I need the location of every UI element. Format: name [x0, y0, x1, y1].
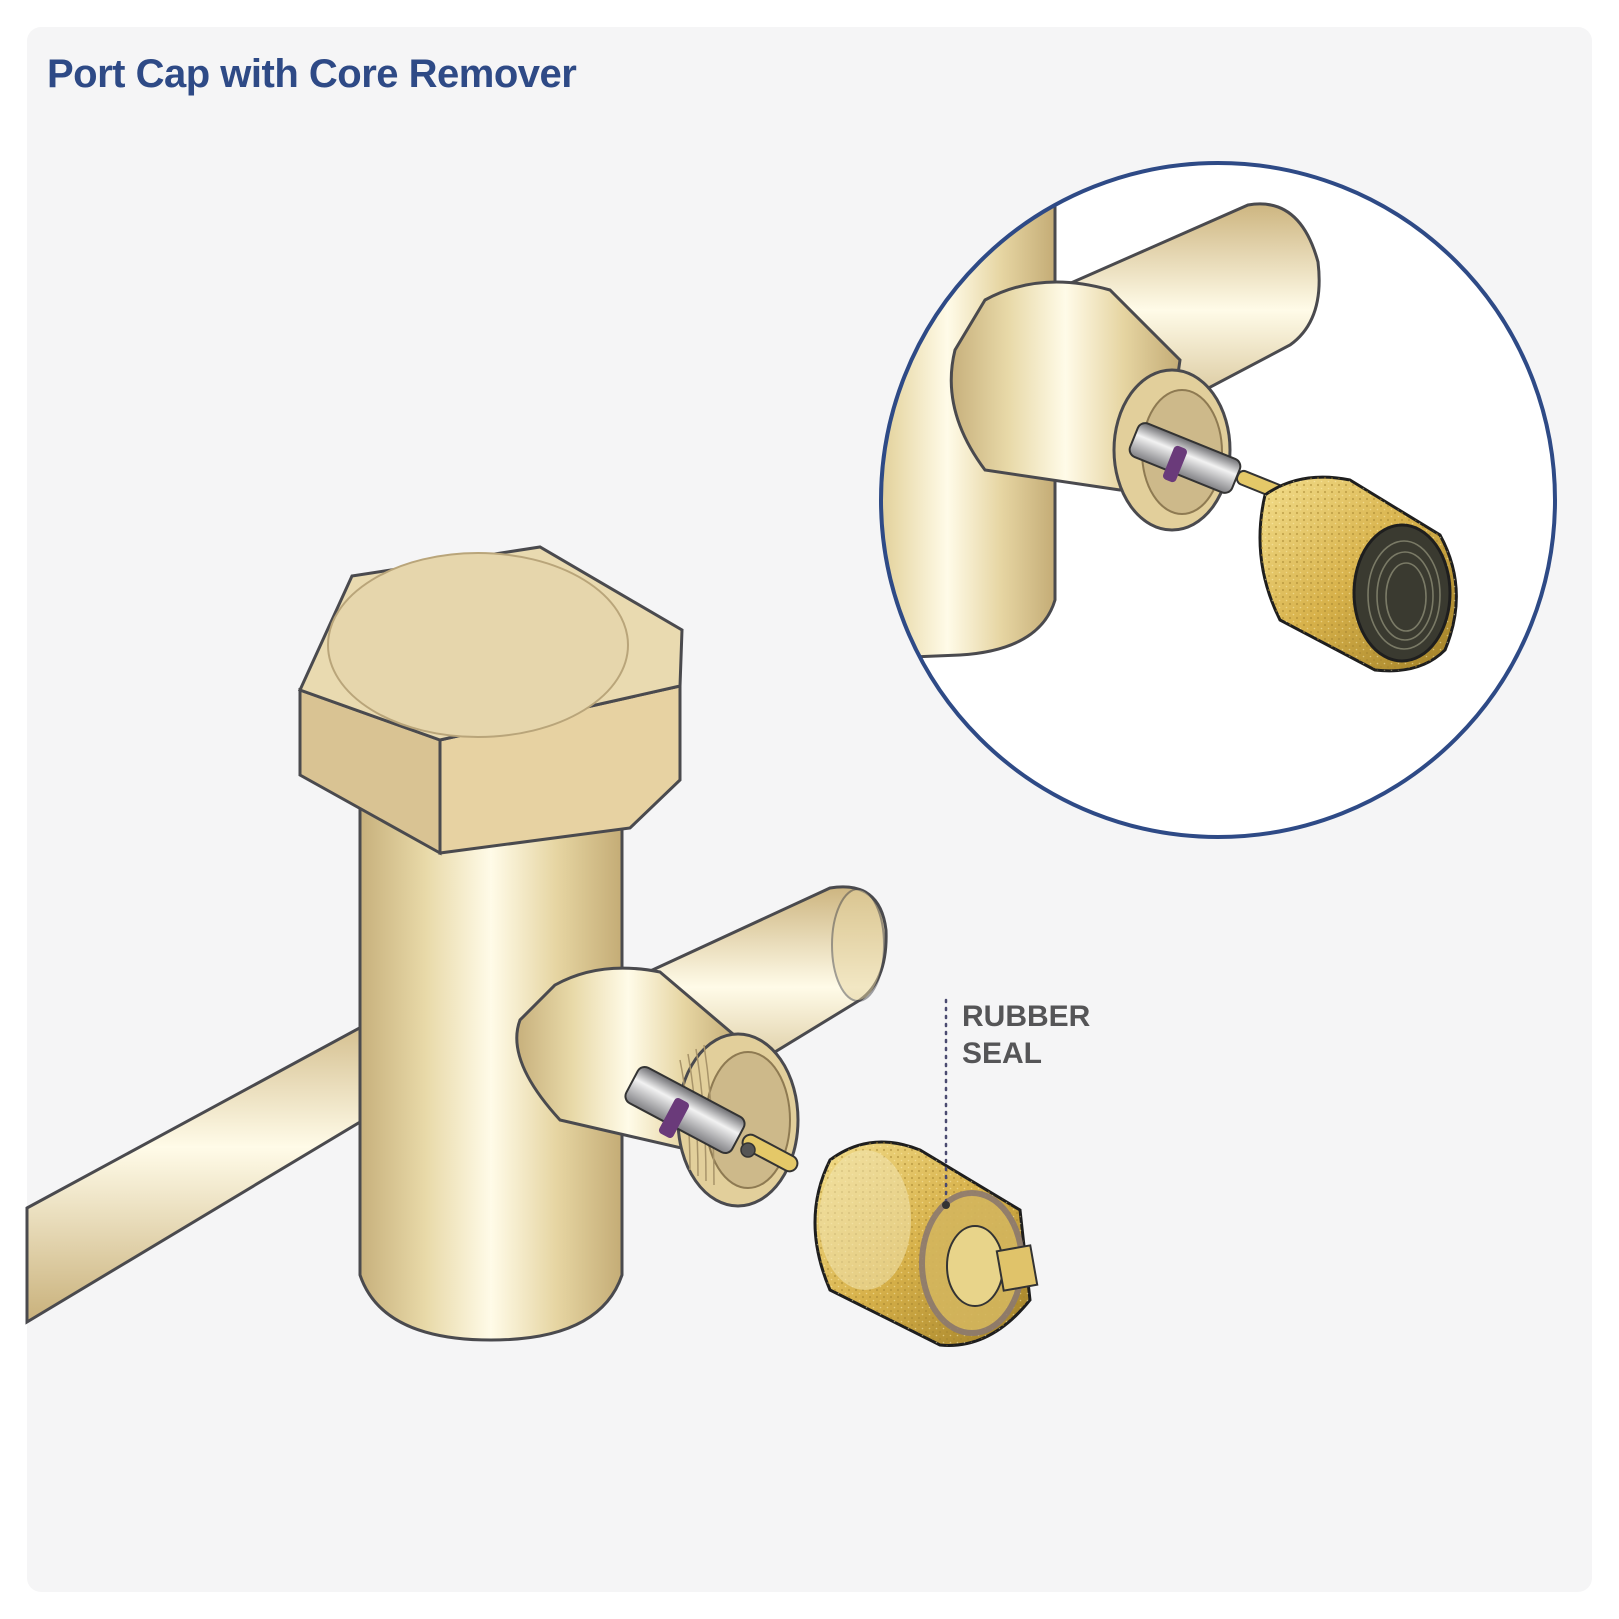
inset-port-cap: [1258, 475, 1458, 673]
valve-core: [624, 1065, 799, 1173]
hex-nut-face: [327, 552, 629, 738]
rubber-seal-label-line-1: RUBBER: [962, 1000, 1091, 1033]
main-valve: [25, 545, 1039, 1347]
page-title: Port Cap with Core Remover: [47, 52, 577, 96]
port-cap: [813, 1140, 1039, 1347]
rubber-seal-label: RUBBER SEAL: [962, 998, 1090, 1072]
valve-body: [358, 798, 624, 1342]
rubber-seal-label-line-2: SEAL: [962, 1037, 1043, 1070]
detail-inset: [879, 161, 1557, 839]
inset-ring: [879, 161, 1557, 839]
